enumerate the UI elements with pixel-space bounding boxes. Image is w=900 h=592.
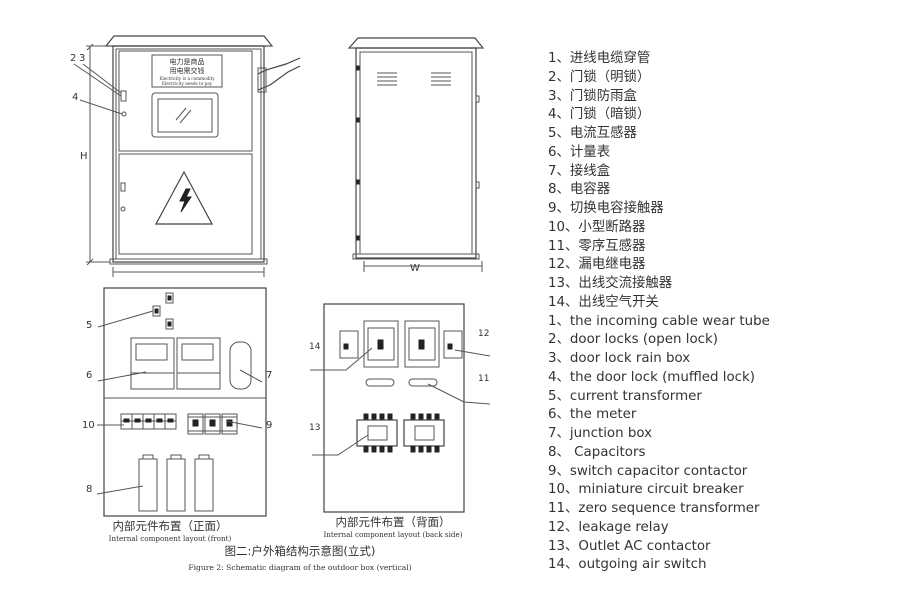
- legend-item: 7、接线盒: [548, 163, 611, 179]
- internal-front-title-en: Internal component layout (front): [109, 534, 232, 543]
- outlet-ac-contactor-left: [356, 413, 398, 453]
- callout-5: 5: [86, 320, 92, 331]
- legend-item: 13、出线交流接触器: [548, 276, 673, 291]
- callout-9: 9: [266, 420, 272, 431]
- legend-item: 6、the meter: [548, 407, 637, 423]
- legend-item: 11、zero sequence transformer: [548, 501, 760, 516]
- current-transformer-top: [165, 292, 174, 304]
- side-body: [355, 47, 477, 259]
- callout-13: 13: [309, 423, 320, 433]
- callout-6: 6: [86, 370, 92, 381]
- legend-item: 4、门锁（暗锁）: [548, 107, 651, 123]
- legend-item: 3、门锁防雨盒: [548, 88, 637, 104]
- warning-sign: [151, 54, 223, 88]
- legend-item: 14、outgoing air switch: [548, 557, 707, 573]
- legend-item: 12、漏电继电器: [548, 257, 646, 273]
- legend-item: 8、 Capacitors: [548, 444, 646, 460]
- front-body: [112, 45, 265, 263]
- outgoing-air-switch-left: [363, 320, 399, 368]
- legend-item: 12、leakage relay: [548, 519, 669, 535]
- current-transformer-low: [165, 318, 174, 330]
- internal-back-layout: 14 12 11 13 内部元件布置（背面） Internal componen…: [309, 303, 491, 539]
- legend-item: 10、小型断路器: [548, 219, 646, 235]
- dimension-h: H: [80, 151, 88, 162]
- lock-rain-box: [120, 90, 127, 102]
- front-view: 电力是商品 用电需交钱 Electricity is a commodity E…: [70, 35, 301, 277]
- internal-back-panel: [323, 303, 465, 513]
- sign-text-cn-1: 电力是商品: [170, 57, 205, 66]
- callout-11: 11: [478, 374, 489, 384]
- sign-text-cn-2: 用电需交钱: [170, 66, 205, 75]
- callout-2: 2: [70, 53, 76, 64]
- meter-left: [130, 337, 175, 390]
- capacitor-1: [138, 458, 158, 512]
- leakage-relay-left: [339, 330, 359, 359]
- front-upper-door: [118, 50, 253, 152]
- side-roof: [347, 37, 485, 49]
- legend-item: 2、door locks (open lock): [548, 332, 718, 348]
- legend-item: 2、门锁（明锁）: [548, 69, 651, 85]
- internal-back-title-cn: 内部元件布置（背面）: [336, 515, 451, 529]
- miniature-circuit-breakers: [120, 413, 177, 430]
- outlet-ac-contactor-right: [403, 413, 445, 453]
- legend-item: 13、Outlet AC contactor: [548, 538, 711, 554]
- callout-14: 14: [309, 342, 321, 352]
- dimension-w: W: [410, 263, 420, 274]
- callout-3: 3: [79, 53, 85, 64]
- legend-item: 5、电流互感器: [548, 126, 637, 141]
- leakage-relay-right: [443, 330, 463, 359]
- legend-item: 10、miniature circuit breaker: [548, 482, 744, 498]
- legend-item: 1、the incoming cable wear tube: [548, 313, 770, 329]
- junction-box: [229, 341, 252, 390]
- callout-12: 12: [478, 329, 489, 339]
- internal-front-layout: 5 6 7 10 9 8 内部元件布置（正面） Internal compone…: [82, 287, 272, 543]
- vent-left: [377, 72, 397, 86]
- callout-8: 8: [86, 484, 92, 495]
- callout-10: 10: [82, 420, 95, 431]
- side-base: [352, 253, 480, 260]
- component-legend: 1、进线电缆穿管 2、门锁（明锁） 3、门锁防雨盒 4、门锁（暗锁） 5、电流互感器 6、…: [548, 50, 893, 575]
- meter-window-glass: [157, 98, 213, 133]
- lightning-icon: [179, 188, 192, 213]
- callout-4: 4: [72, 92, 78, 103]
- legend-item: 11、零序互感器: [548, 238, 646, 254]
- incoming-cable-tube: [257, 57, 301, 91]
- zero-sequence-transformer-right: [408, 378, 438, 387]
- figure-caption-cn: 图二:户外箱结构示意图(立式): [225, 544, 376, 558]
- legend-item: 6、计量表: [548, 144, 611, 160]
- outgoing-air-switch-right: [404, 320, 440, 368]
- legend-item: 7、junction box: [548, 426, 653, 441]
- legend-item: 9、switch capacitor contactor: [548, 463, 748, 479]
- legend-item: 1、进线电缆穿管: [548, 51, 651, 66]
- sign-text-en-1: Electricity is a commodity: [159, 76, 215, 81]
- legend-item: 14、出线空气开关: [548, 294, 659, 310]
- figure-caption-en: Figure 2: Schematic diagram of the outdo…: [188, 563, 411, 572]
- hazard-triangle: [154, 170, 214, 225]
- internal-front-panel: [103, 287, 267, 517]
- meter-window-frame: [151, 92, 219, 138]
- zero-sequence-transformer-left: [365, 378, 395, 387]
- switch-capacitor-contactors: [187, 413, 238, 435]
- vent-right: [431, 72, 451, 86]
- capacitor-2: [166, 458, 186, 512]
- internal-front-title-cn: 内部元件布置（正面）: [113, 519, 228, 533]
- front-roof: [104, 35, 274, 47]
- legend-item: 8、电容器: [548, 182, 611, 198]
- capacitor-3: [194, 458, 214, 512]
- legend-item: 9、切换电容接触器: [548, 201, 664, 216]
- front-lower-door: [118, 153, 253, 255]
- callout-7: 7: [266, 370, 272, 381]
- side-view: W: [347, 37, 485, 274]
- internal-back-title-en: Internal component layout (back side): [323, 530, 462, 539]
- sign-text-en-2: Electricity needs to pay: [162, 81, 213, 86]
- hidden-lock: [121, 111, 127, 117]
- legend-item: 3、door lock rain box: [548, 351, 691, 366]
- legend-item: 5、current transformer: [548, 388, 702, 404]
- meter-right: [176, 337, 221, 390]
- legend-item: 4、the door lock (muffled lock): [548, 369, 756, 385]
